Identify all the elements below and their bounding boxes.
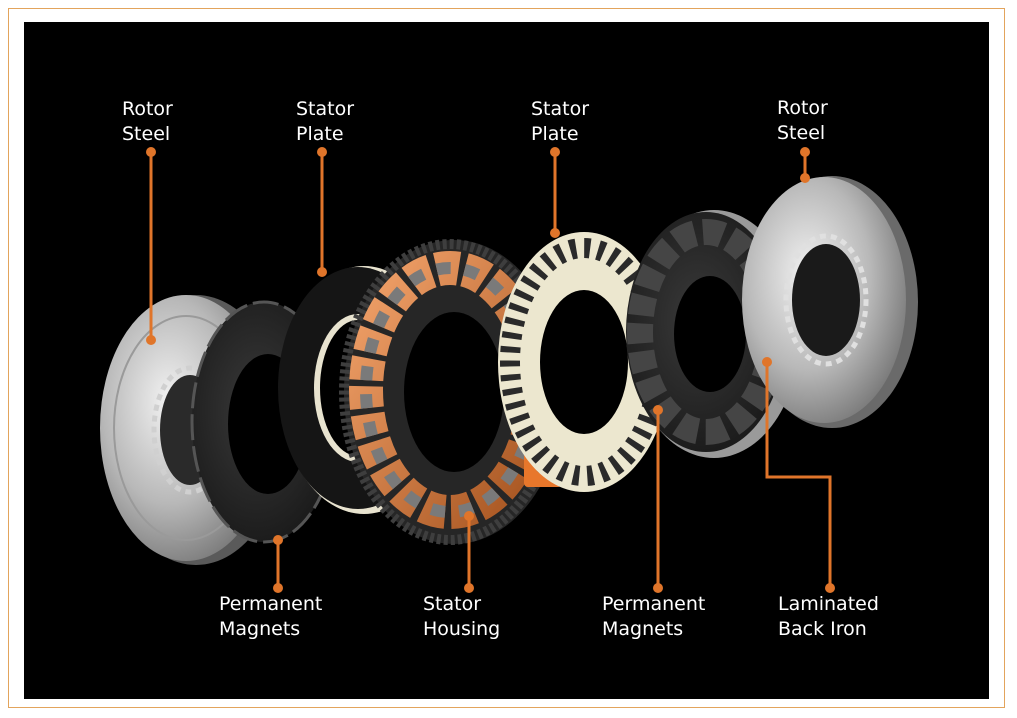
motor-illustration <box>100 147 918 593</box>
rotor-steel-right-part <box>742 176 918 428</box>
dot-rotor-steel-left-bottom <box>146 335 156 345</box>
label-stator-plate-left: Stator Plate <box>296 98 355 145</box>
dot-stator-plate-left-top <box>317 147 327 157</box>
label-stator-plate-right: Stator Plate <box>531 98 590 145</box>
dot-permanent-magnets-right-top <box>653 405 663 415</box>
dot-permanent-magnets-left-bottom <box>273 583 283 593</box>
dot-stator-plate-right-bottom <box>550 228 560 238</box>
dot-stator-housing-top <box>464 511 474 521</box>
dot-rotor-steel-left-top <box>146 147 156 157</box>
dot-stator-housing-bottom <box>464 583 474 593</box>
exploded-motor-diagram: Rotor Steel Stator Plate Stator Plate Ro… <box>24 22 989 699</box>
dot-rotor-steel-right-bottom <box>800 173 810 183</box>
label-rotor-steel-left: Rotor Steel <box>122 98 173 145</box>
leader-dots <box>146 147 835 593</box>
dot-laminated-back-iron-top <box>762 357 772 367</box>
dot-stator-plate-left-bottom <box>317 267 327 277</box>
label-rotor-steel-right: Rotor Steel <box>777 97 828 144</box>
dot-stator-plate-right-top <box>550 147 560 157</box>
label-permanent-magnets-right: Permanent Magnets <box>602 593 706 640</box>
dot-rotor-steel-right-top <box>800 147 810 157</box>
label-stator-housing: Stator Housing <box>423 593 501 640</box>
leader-line-laminated-back-iron <box>765 362 832 588</box>
leader-lines <box>149 152 832 588</box>
label-permanent-magnets-left: Permanent Magnets <box>219 593 323 640</box>
dot-laminated-back-iron-bottom <box>825 583 835 593</box>
label-laminated-back-iron: Laminated Back Iron <box>778 593 879 640</box>
dot-permanent-magnets-left-top <box>273 535 283 545</box>
dot-permanent-magnets-right-bottom <box>653 583 663 593</box>
